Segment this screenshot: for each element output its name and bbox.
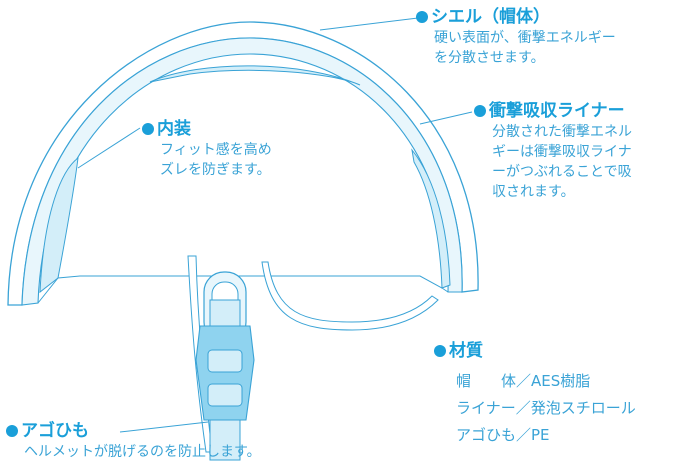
strap-right <box>261 261 439 331</box>
label-liner-desc-1: 分散された衝撃エネル <box>492 124 632 140</box>
bullet-icon <box>434 345 446 357</box>
leader-liner <box>419 111 473 125</box>
bullet-icon <box>474 105 486 117</box>
material-item-shell: 帽 体／AES樹脂 <box>456 372 591 390</box>
label-liner-title: 衝撃吸収ライナー <box>474 100 632 122</box>
material-item-strap: アゴひも／PE <box>456 426 550 444</box>
inner-pad-left <box>39 156 79 294</box>
label-inner-desc-1: フィット感を高め <box>160 142 272 158</box>
label-shell: シエル（帽体） 硬い表面が、衝撃エネルギー を分散させます。 <box>416 6 616 68</box>
label-inner: 内装 フィット感を高め ズレを防ぎます。 <box>142 118 272 180</box>
label-liner-desc-3: ーがつぶれることで吸 <box>492 164 632 180</box>
label-shell-title: シエル（帽体） <box>416 6 616 28</box>
label-material-title: 材質 <box>434 340 636 362</box>
label-strap-title: アゴひも <box>6 420 261 442</box>
label-strap-desc: ヘルメットが脱げるのを防止します。 <box>24 444 261 460</box>
bullet-icon <box>416 11 428 23</box>
helmet-liner <box>21 37 463 306</box>
label-shell-desc-1: 硬い表面が、衝撃エネルギー <box>434 30 616 46</box>
inner-pad-right <box>411 148 451 289</box>
leader-shell <box>319 17 419 31</box>
label-inner-desc-2: ズレを防ぎます。 <box>160 162 271 178</box>
inner-pad-top <box>149 65 361 86</box>
label-material: 材質 帽 体／AES樹脂 ライナー／発泡スチロール アゴひも／PE <box>434 340 636 449</box>
label-inner-title: 内装 <box>142 118 272 140</box>
helmet-rim <box>37 275 449 304</box>
bullet-icon <box>6 425 18 437</box>
label-liner-desc-2: ギーは衝撃吸収ライナ <box>492 144 632 160</box>
leader-strap <box>119 421 209 433</box>
label-strap: アゴひも ヘルメットが脱げるのを防止します。 <box>6 420 261 462</box>
label-shell-desc-2: を分散させます。 <box>434 50 545 66</box>
bullet-icon <box>142 123 154 135</box>
leader-inner <box>77 127 141 169</box>
label-liner: 衝撃吸収ライナー 分散された衝撃エネル ギーは衝撃吸収ライナ ーがつぶれることで… <box>474 100 632 202</box>
label-liner-desc-4: 収されます。 <box>492 184 575 200</box>
material-item-liner: ライナー／発泡スチロール <box>456 399 636 417</box>
